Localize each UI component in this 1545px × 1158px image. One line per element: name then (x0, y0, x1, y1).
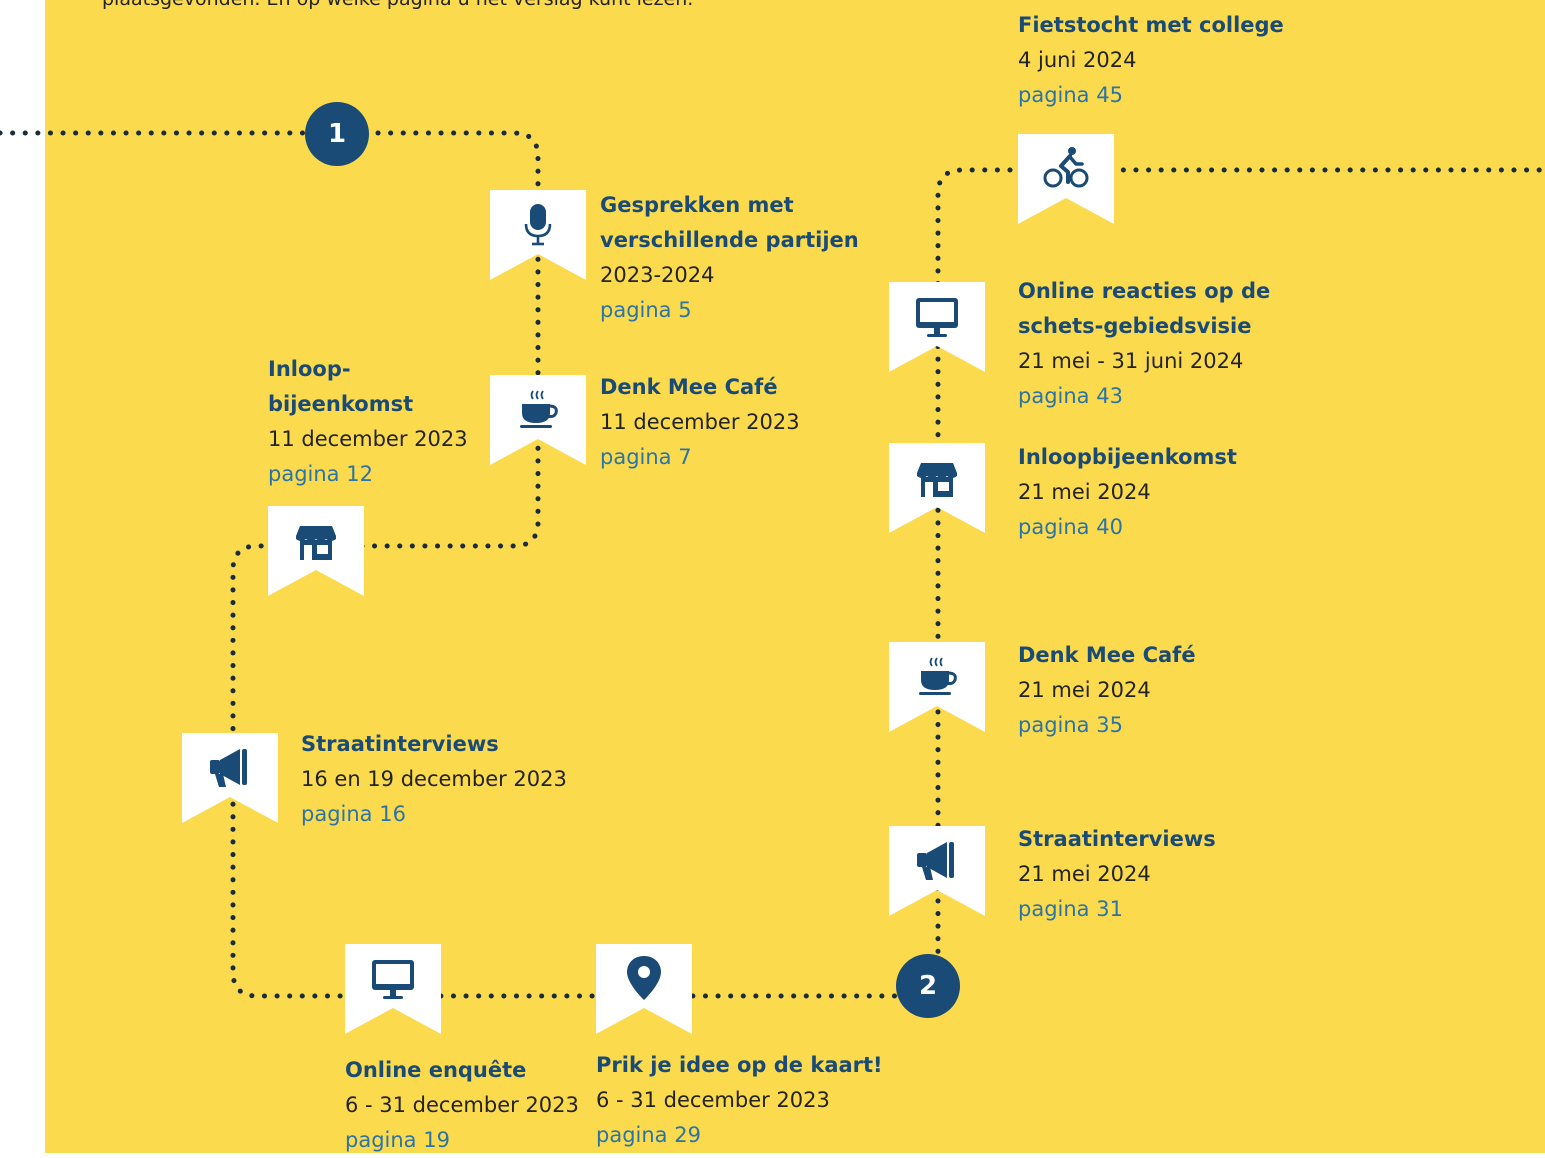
step-marker-1: 1 (305, 102, 369, 166)
event-date: 21 mei 2024 (1018, 862, 1151, 886)
event-date: 4 juni 2024 (1018, 48, 1137, 72)
event-flag (345, 944, 441, 1034)
event-title: Gesprekken met (600, 193, 794, 217)
event-label: Prik je idee op de kaart! 6 - 31 december… (596, 1048, 883, 1153)
event-label: Inloopbijeenkomst 21 mei 2024 pagina 40 (1018, 440, 1237, 545)
event-title: Straatinterviews (301, 732, 499, 756)
event-flag (596, 944, 692, 1034)
event-flag (889, 282, 985, 372)
event-page-link[interactable]: pagina 45 (1018, 83, 1123, 107)
event-page-link[interactable]: pagina 12 (268, 462, 373, 486)
event-title: Inloop- (268, 357, 351, 381)
event-title: Prik je idee op de kaart! (596, 1053, 883, 1077)
event-title: bijeenkomst (268, 392, 414, 416)
event-label: Denk Mee Café 21 mei 2024 pagina 35 (1018, 638, 1196, 743)
event-page-link[interactable]: pagina 19 (345, 1128, 450, 1152)
event-title: Denk Mee Café (1018, 643, 1196, 667)
microphone-icon (524, 204, 552, 246)
event-label: Straatinterviews 16 en 19 december 2023 pa… (301, 727, 567, 832)
event-date: 11 december 2023 (268, 427, 468, 451)
monitor-icon (916, 298, 958, 337)
event-page-link[interactable]: pagina 16 (301, 802, 406, 826)
event-flag (889, 826, 985, 916)
event-page-link[interactable]: pagina 29 (596, 1123, 701, 1147)
event-label: Online enquête 6 - 31 december 2023 pagina… (345, 1053, 579, 1158)
monitor-icon (372, 960, 414, 999)
event-title: Straatinterviews (1018, 827, 1216, 851)
bicycle-icon (1043, 147, 1089, 188)
event-title: schets-gebiedsvisie (1018, 314, 1252, 338)
event-title: Denk Mee Café (600, 375, 778, 399)
event-flag (268, 506, 364, 596)
event-flag (490, 190, 586, 280)
event-label: Online reacties op de schets-gebiedsvisie… (1018, 274, 1270, 414)
event-flag (490, 375, 586, 465)
event-flag (889, 642, 985, 732)
shop-icon (917, 463, 957, 497)
event-page-link[interactable]: pagina 40 (1018, 515, 1123, 539)
event-label: Fietstocht met college 4 juni 2024 pagina … (1018, 8, 1284, 113)
event-label: Denk Mee Café 11 december 2023 pagina 7 (600, 370, 800, 475)
event-label: Straatinterviews 21 mei 2024 pagina 31 (1018, 822, 1216, 927)
megaphone-icon (210, 749, 247, 787)
event-flag (1018, 134, 1114, 224)
coffee-cup-icon (520, 390, 558, 428)
event-date: 16 en 19 december 2023 (301, 767, 567, 791)
event-title: Inloopbijeenkomst (1018, 445, 1237, 469)
event-date: 21 mei - 31 juni 2024 (1018, 349, 1244, 373)
event-flag (182, 733, 278, 823)
step-marker-2: 2 (896, 954, 960, 1018)
shop-icon (296, 526, 336, 560)
event-title: Online reacties op de (1018, 279, 1271, 303)
coffee-cup-icon (919, 657, 957, 695)
event-page-link[interactable]: pagina 31 (1018, 897, 1123, 921)
map-pin-icon (627, 956, 661, 1000)
event-page-link[interactable]: pagina 5 (600, 298, 692, 322)
event-label: Inloop-bijeenkomst 11 december 2023 pagina… (268, 352, 468, 492)
event-page-link[interactable]: pagina 7 (600, 445, 692, 469)
event-date: 6 - 31 december 2023 (596, 1088, 830, 1112)
event-title: verschillende partijen (600, 228, 859, 252)
event-title: Fietstocht met college (1018, 13, 1284, 37)
event-date: 6 - 31 december 2023 (345, 1093, 579, 1117)
event-date: 11 december 2023 (600, 410, 800, 434)
event-flag (889, 443, 985, 533)
event-date: 21 mei 2024 (1018, 678, 1151, 702)
event-page-link[interactable]: pagina 43 (1018, 384, 1123, 408)
event-title: Online enquête (345, 1058, 527, 1082)
event-page-link[interactable]: pagina 35 (1018, 713, 1123, 737)
megaphone-icon (917, 842, 954, 880)
event-date: 2023-2024 (600, 263, 715, 287)
event-label: Gesprekken met verschillende partijen 2023… (600, 188, 859, 328)
intro-text: plaatsgevonden. En op welke pagina u het… (102, 0, 693, 10)
event-date: 21 mei 2024 (1018, 480, 1151, 504)
